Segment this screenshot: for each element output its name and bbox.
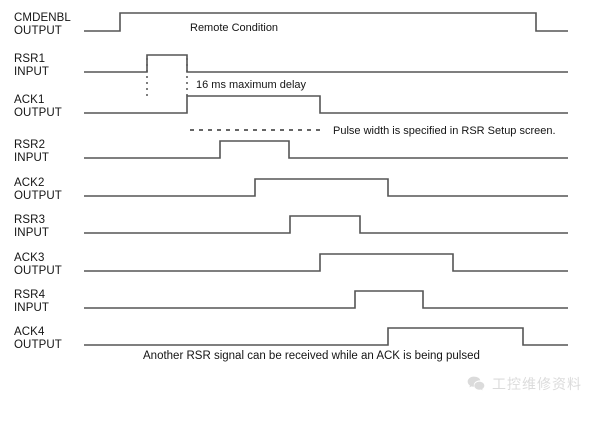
signal-wave-group [84, 12, 568, 346]
remote-condition-label: Remote Condition [190, 22, 278, 34]
waveform-rsr2 [84, 140, 568, 159]
signal-name: ACK1 [14, 94, 44, 106]
signal-direction: INPUT [14, 302, 49, 314]
wechat-icon [466, 374, 486, 394]
max-delay-label: 16 ms maximum delay [196, 79, 307, 91]
signal-name: RSR2 [14, 139, 45, 151]
marker-group [146, 58, 320, 131]
signal-direction: OUTPUT [14, 265, 62, 277]
signal-name: ACK4 [14, 326, 45, 338]
signal-direction: INPUT [14, 152, 49, 164]
watermark-text: 工控维修资料 [492, 376, 582, 392]
signal-direction: INPUT [14, 227, 49, 239]
signal-direction: OUTPUT [14, 190, 62, 202]
waveform-rsr4 [84, 290, 568, 309]
waveform-rsr3 [84, 215, 568, 234]
signal-direction: OUTPUT [14, 107, 62, 119]
waveform-rsr1 [84, 54, 568, 73]
watermark: 工控维修资料 [466, 374, 582, 394]
pulse-width-label: Pulse width is specified in RSR Setup sc… [333, 125, 556, 137]
signal-direction: OUTPUT [14, 339, 62, 351]
waveform-ack4 [84, 327, 568, 346]
signal-name: RSR4 [14, 289, 46, 301]
waveform-cmdenbl [84, 12, 568, 32]
annotation-group: Remote Condition 16 ms maximum delay Pul… [143, 22, 556, 362]
diagram-caption: Another RSR signal can be received while… [143, 350, 480, 362]
signal-name: ACK3 [14, 252, 44, 264]
signal-name: CMDENBL [14, 12, 71, 24]
signal-direction: OUTPUT [14, 25, 62, 37]
signal-direction: INPUT [14, 66, 49, 78]
waveform-ack2 [84, 178, 568, 197]
signal-name: RSR1 [14, 53, 45, 65]
signal-name: ACK2 [14, 177, 44, 189]
signal-name: RSR3 [14, 214, 45, 226]
waveform-ack1 [84, 95, 568, 114]
waveform-ack3 [84, 253, 568, 272]
